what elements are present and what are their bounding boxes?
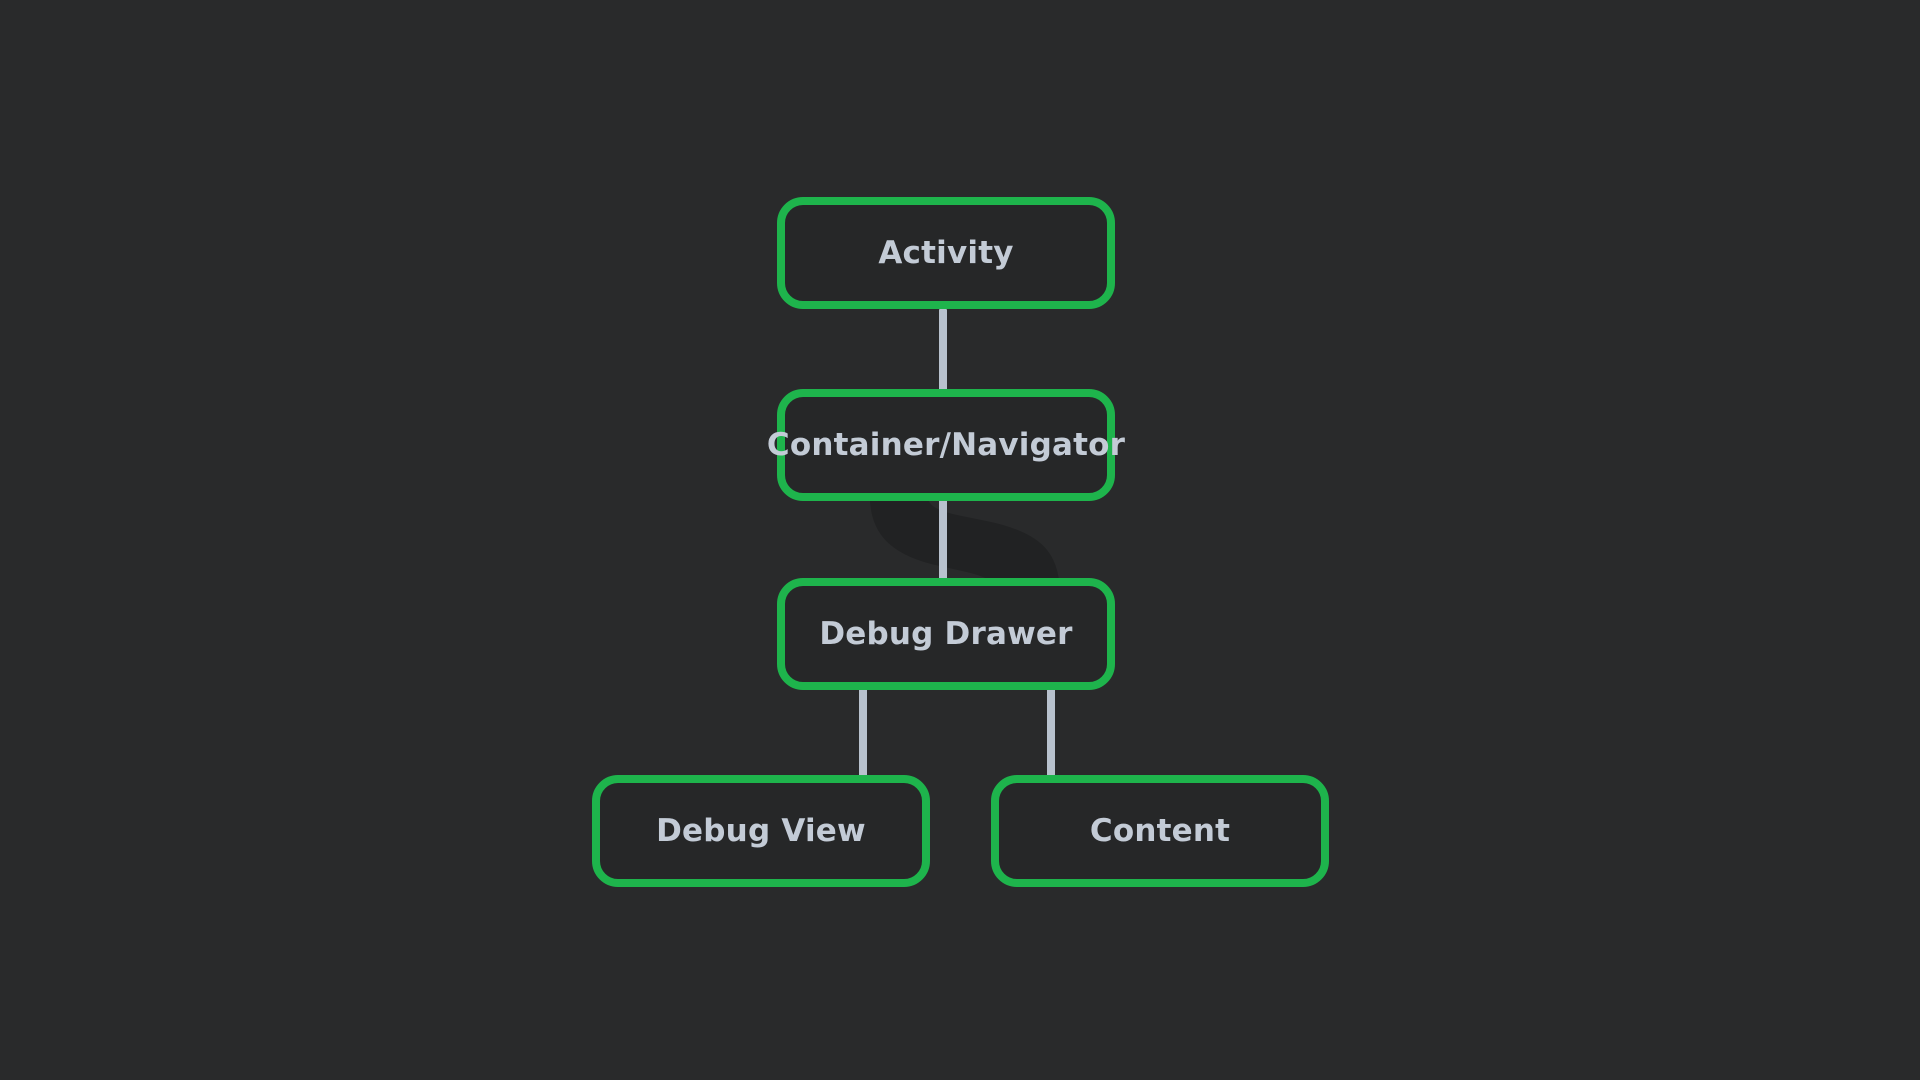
- node-debug-drawer: Debug Drawer: [777, 578, 1115, 690]
- edge-activity-to-container-navigator: [939, 309, 947, 390]
- node-debug-drawer-label: Debug Drawer: [819, 616, 1073, 652]
- node-content: Content: [991, 775, 1329, 887]
- edge-container-navigator-to-debug-drawer: [939, 500, 947, 579]
- edge-debug-drawer-to-content: [1047, 689, 1055, 776]
- node-container-navigator-label: Container/Navigator: [766, 427, 1126, 463]
- edge-debug-drawer-to-debug-view: [859, 689, 867, 776]
- node-container-navigator: Container/Navigator: [767, 389, 1125, 501]
- node-debug-view: Debug View: [592, 775, 930, 887]
- node-activity: Activity: [777, 197, 1115, 309]
- node-content-label: Content: [1089, 813, 1231, 849]
- node-activity-label: Activity: [878, 235, 1014, 271]
- node-debug-view-label: Debug View: [656, 813, 866, 849]
